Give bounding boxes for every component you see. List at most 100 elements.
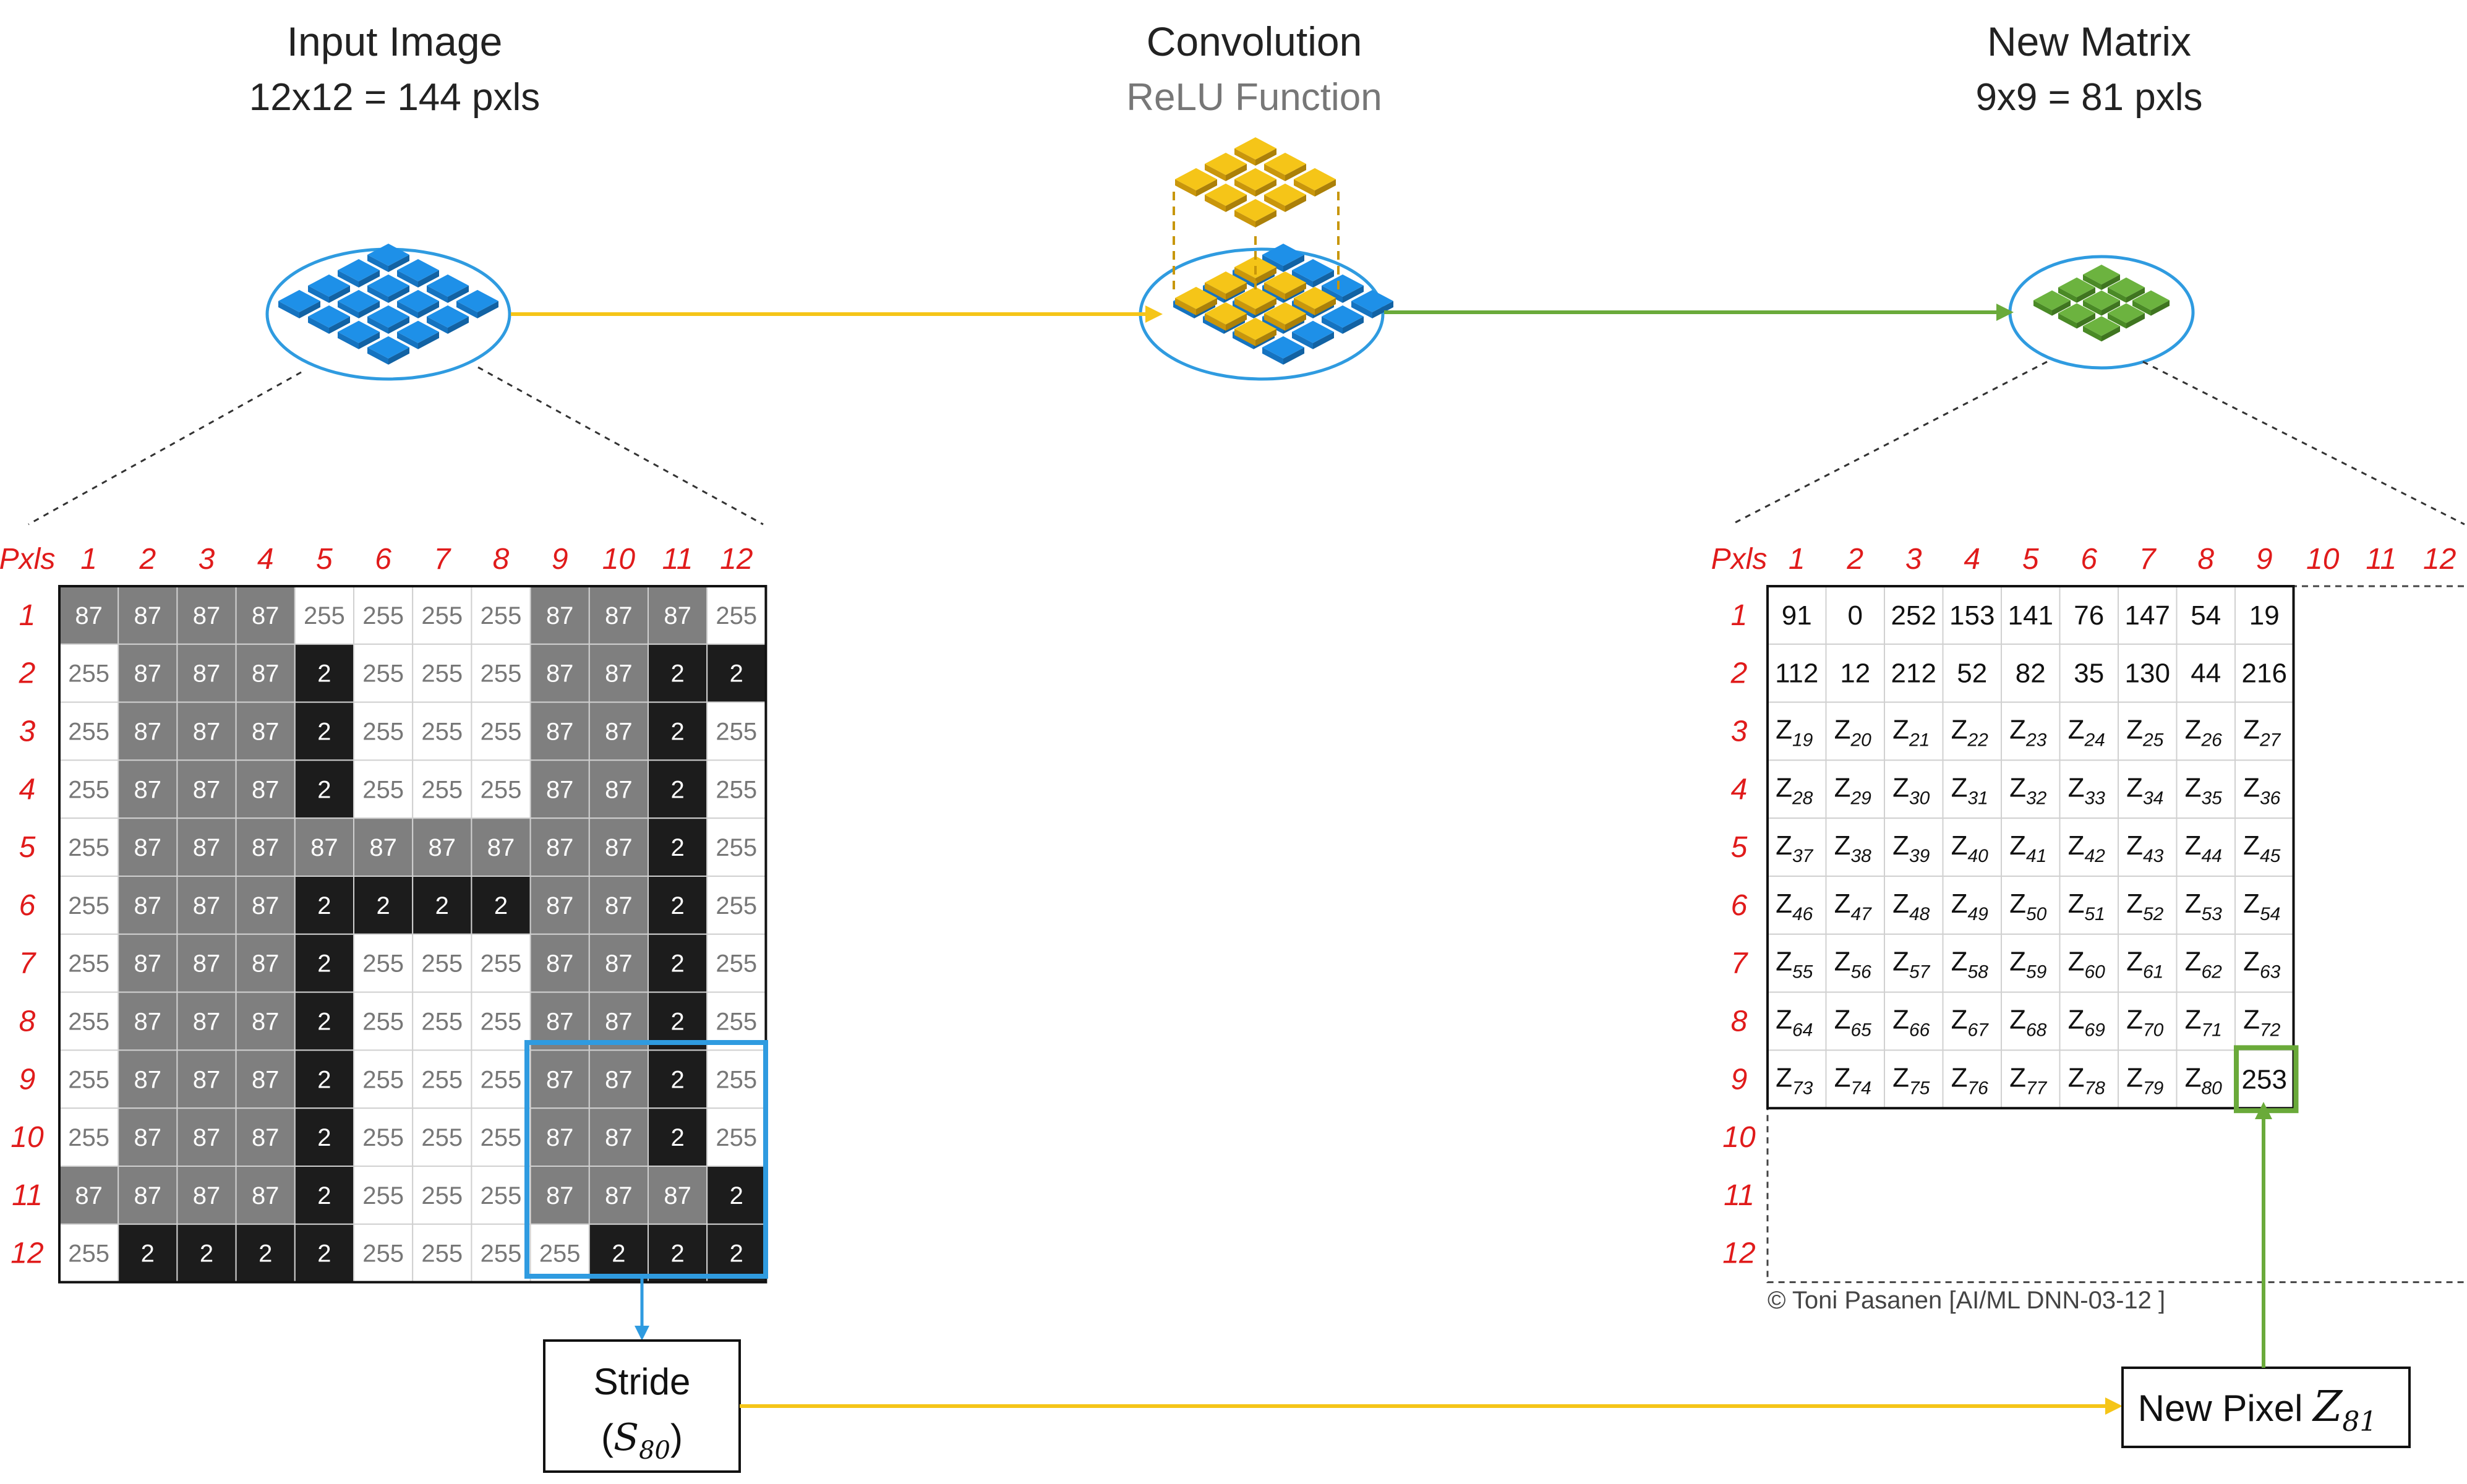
- input-tile: [367, 274, 409, 303]
- output-cell-symbol: Z48: [1892, 889, 1930, 924]
- input-cell: [294, 1049, 354, 1109]
- output-col-label: 12: [2423, 543, 2456, 576]
- output-cell-symbol: Z46: [1776, 889, 1813, 924]
- input-tile: [308, 305, 350, 334]
- output-cell-symbol: Z40: [1951, 830, 1989, 866]
- output-cell: [2001, 933, 2061, 993]
- output-cell: [1825, 701, 1885, 761]
- input-cell: [294, 933, 354, 993]
- output-cell: [2234, 817, 2294, 877]
- output-cell-symbol: Z44: [2185, 830, 2222, 866]
- output-tile: [2083, 290, 2120, 316]
- input-cell: [529, 1049, 590, 1109]
- output-cell-symbol: Z63: [2243, 947, 2281, 983]
- output-col-label: 8: [2197, 543, 2214, 576]
- output-cell-symbol: Z72: [2243, 1005, 2281, 1041]
- output-cell: [1942, 701, 2002, 761]
- output-cell-symbol: Z79: [2126, 1062, 2164, 1098]
- output-cell-value: 253: [2242, 1064, 2287, 1094]
- output-cell: [1884, 759, 1944, 819]
- input-cell: [294, 759, 354, 819]
- input-cell-value: 255: [68, 660, 109, 688]
- input-cell-value: 87: [252, 602, 280, 629]
- input-cell: [412, 817, 472, 877]
- output-cell: [1942, 991, 2002, 1051]
- input-cell: [235, 586, 296, 645]
- output-cell-symbol: Z43: [2126, 830, 2164, 866]
- input-cell: [588, 643, 649, 703]
- output-row-label: 11: [1724, 1179, 1755, 1212]
- output-cell: [1767, 933, 1827, 993]
- input-cell-value: 255: [421, 660, 463, 688]
- input-row-label: 5: [19, 831, 36, 864]
- input-cell: [412, 701, 472, 761]
- output-col-label: 1: [1789, 543, 1805, 576]
- input-cell: [648, 643, 708, 703]
- input-cell-value: 255: [481, 602, 522, 629]
- input-tile: [397, 258, 439, 288]
- output-cell: [2234, 759, 2294, 819]
- kernel-tile: [1205, 152, 1247, 181]
- input-cell-value: 87: [252, 776, 280, 803]
- input-zoom-lines: [28, 366, 764, 526]
- input-cell: [235, 991, 296, 1051]
- output-row-label: 1: [1731, 599, 1748, 632]
- output-cell-value: 0: [1848, 600, 1863, 631]
- output-grid-border: [1766, 585, 2295, 1110]
- input-cell-value: 87: [546, 1009, 574, 1036]
- conv-blue-tile: [1262, 244, 1304, 272]
- input-tile: [367, 244, 409, 272]
- input-cell: [648, 933, 708, 993]
- input-col-label: 5: [316, 543, 333, 576]
- input-cell-value: 87: [134, 1182, 162, 1209]
- input-cell-value: 87: [605, 1124, 633, 1151]
- input-tile: [308, 274, 350, 303]
- output-cell-value: 76: [2074, 600, 2104, 631]
- input-cell: [118, 1223, 178, 1283]
- output-col-label: 11: [2366, 543, 2396, 576]
- input-cell-value: 87: [252, 719, 280, 746]
- conv-blue-tile: [1292, 258, 1334, 288]
- input-cell-value: 255: [362, 1182, 404, 1209]
- input-cell-value: 87: [252, 950, 280, 978]
- output-cell-symbol: Z49: [1951, 889, 1989, 924]
- input-cell-value: 87: [134, 1124, 162, 1151]
- input-cell-value: 87: [605, 719, 633, 746]
- input-cell: [59, 1049, 119, 1109]
- input-cell-value: 87: [252, 1124, 280, 1151]
- input-cell-value: 87: [546, 834, 574, 861]
- input-cell: [118, 1107, 178, 1167]
- input-row-label: 8: [19, 1005, 36, 1038]
- output-cell-value: 153: [1949, 600, 1995, 631]
- output-cell-symbol: Z35: [2185, 772, 2223, 808]
- kernel-tile: [1205, 183, 1247, 212]
- output-cell: [1767, 1049, 1827, 1109]
- input-cell: [235, 643, 296, 703]
- input-cell: [412, 643, 472, 703]
- input-cell-value: 255: [362, 602, 404, 629]
- input-col-label: 2: [139, 543, 156, 576]
- input-row-label: 9: [19, 1063, 36, 1096]
- conv-yellow-tile: [1205, 271, 1247, 300]
- input-cell-value: 255: [716, 602, 757, 629]
- input-cell: [353, 1049, 414, 1109]
- output-col-label: 6: [2080, 543, 2097, 576]
- input-cell-value: 255: [421, 1009, 463, 1036]
- output-cell-symbol: Z29: [1834, 772, 1872, 808]
- output-corner-label: Pxls: [1711, 543, 1768, 576]
- input-cell: [529, 643, 590, 703]
- input-cell: [471, 1049, 531, 1109]
- input-cell: [588, 1049, 649, 1109]
- input-tile: [278, 289, 320, 318]
- output-cell-symbol: Z53: [2185, 889, 2223, 924]
- input-cell-value: 255: [68, 776, 109, 803]
- kernel-tile: [1294, 168, 1336, 197]
- output-cell-symbol: Z23: [2009, 715, 2047, 751]
- input-cell: [59, 759, 119, 819]
- input-cell: [529, 933, 590, 993]
- input-cell: [118, 1166, 178, 1225]
- input-cell-value: 87: [252, 834, 280, 861]
- input-cell-value: 87: [193, 660, 221, 688]
- input-cell-value: 87: [193, 1009, 221, 1036]
